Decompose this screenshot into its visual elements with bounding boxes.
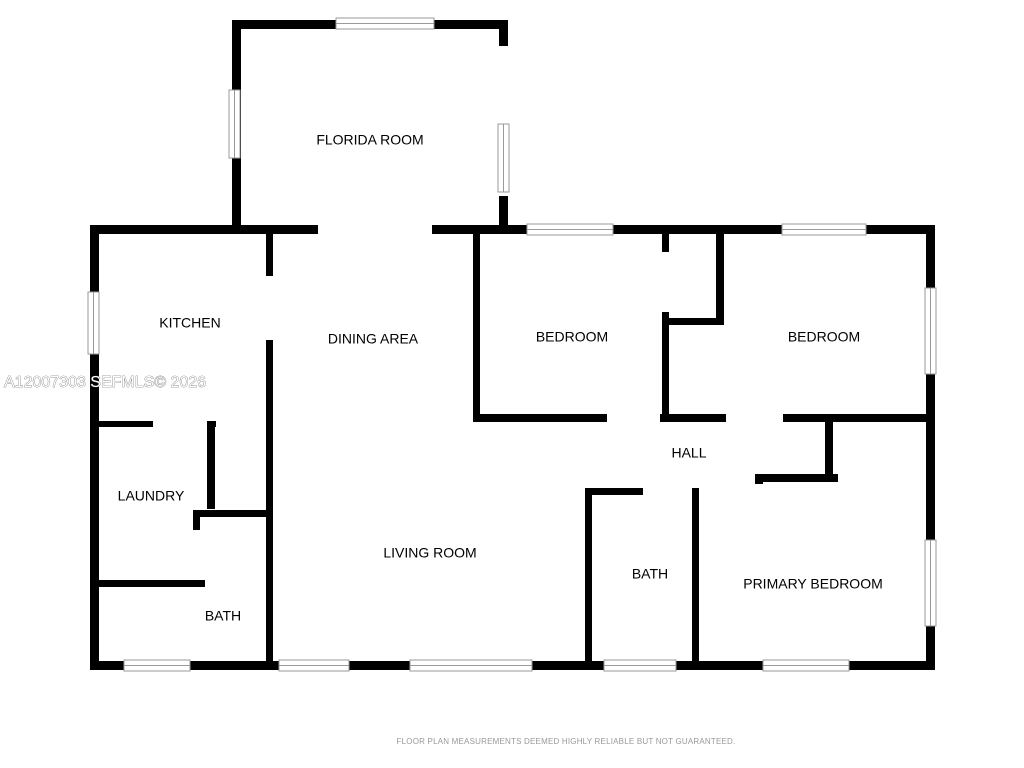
- wall-bedroom1-bottom-right: [660, 414, 726, 422]
- window-bath2: [603, 659, 677, 672]
- wall-hall-closet: [825, 420, 833, 482]
- room-label-kitchen: KITCHEN: [159, 315, 220, 331]
- window-sliding-door: [278, 659, 350, 672]
- room-label-hall: HALL: [671, 445, 706, 461]
- wall-laundry-bath: [99, 580, 205, 587]
- wall-kitchen-dining-lower: [266, 340, 273, 667]
- disclaimer-text: FLOOR PLAN MEASUREMENTS DEEMED HIGHLY RE…: [397, 737, 736, 746]
- window-bath1: [123, 659, 191, 672]
- room-label-laundry: LAUNDRY: [118, 488, 185, 504]
- wall-bath2-top: [585, 488, 643, 495]
- wall-top-right: [432, 225, 935, 234]
- wall-florida-right-lower: [499, 196, 508, 232]
- room-label-bedroom-1: BEDROOM: [536, 329, 608, 345]
- wall-bedroom1-left: [473, 232, 480, 422]
- wall-bath2-right: [692, 488, 699, 670]
- room-label-bath-2: BATH: [632, 566, 668, 582]
- wall-top-left: [90, 225, 318, 234]
- wall-bedroom1-right-stub: [662, 232, 669, 252]
- room-label-florida-room: FLORIDA ROOM: [316, 132, 423, 148]
- window-florida-left: [228, 89, 241, 159]
- window-bedroom2-right: [924, 287, 937, 375]
- wall-bedroom1-bottom-left: [473, 414, 607, 422]
- wall-closet-shelf: [662, 318, 724, 325]
- wall-florida-right-upper: [499, 20, 508, 46]
- listing-watermark: A12007303 SEFMLS© 2026: [4, 374, 206, 391]
- wall-closet-divider: [716, 232, 724, 322]
- wall-hall-closet-bottom: [755, 474, 838, 482]
- walls: [90, 20, 935, 670]
- window-primary-bottom: [762, 659, 850, 672]
- window-bedroom2-top: [781, 223, 867, 236]
- room-label-bath-1: BATH: [205, 608, 241, 624]
- wall-laundry-closet: [207, 421, 215, 509]
- window-primary-right: [924, 539, 937, 627]
- wall-bath-door-stub: [193, 510, 200, 530]
- wall-left: [90, 225, 99, 670]
- window-bedroom1: [526, 223, 614, 236]
- room-label-bedroom-2: BEDROOM: [788, 329, 860, 345]
- wall-kitchen-dining-upper: [266, 232, 273, 276]
- wall-kitchen-laundry: [99, 421, 153, 427]
- wall-closet-bath: [193, 510, 273, 517]
- window-living-room: [409, 659, 533, 672]
- room-label-living-room: LIVING ROOM: [383, 545, 476, 561]
- window-florida-right: [497, 123, 510, 193]
- room-label-primary-bedroom: PRIMARY BEDROOM: [743, 576, 883, 592]
- room-label-dining-area: DINING AREA: [328, 331, 419, 347]
- wall-primary-top-stub: [755, 474, 763, 484]
- windows: [87, 17, 937, 672]
- wall-bedroom1-right: [662, 312, 669, 420]
- wall-bath2-left: [585, 488, 592, 670]
- window-kitchen: [87, 291, 100, 355]
- wall-right: [926, 225, 935, 670]
- wall-bedroom2-bottom: [783, 414, 933, 422]
- window-florida-top: [335, 17, 435, 30]
